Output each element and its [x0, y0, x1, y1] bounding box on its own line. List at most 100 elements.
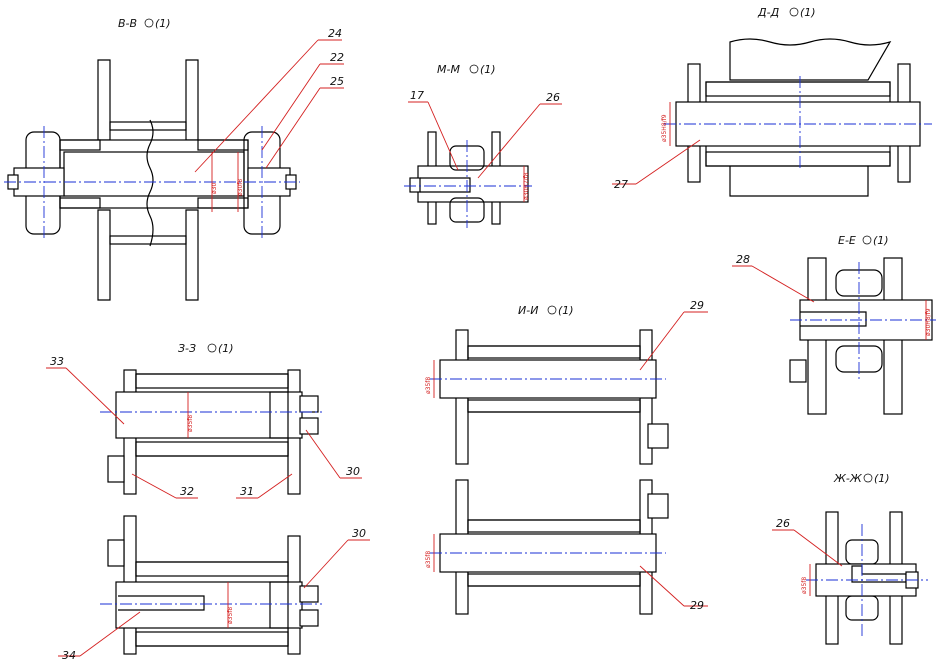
- section-mm: М-М (1) ø30H7/f8 17 26: [404, 63, 562, 228]
- section-zz-top-dim: ø35f8: [187, 415, 194, 432]
- position-17: 17: [410, 89, 424, 102]
- leader-31: [257, 473, 293, 499]
- section-ii-scale: (1): [558, 304, 574, 317]
- section-mm-nut: [409, 177, 421, 193]
- section-zz-bottom-lug: [107, 539, 125, 567]
- leader-34: [79, 611, 141, 657]
- section-zz-top-end: [269, 391, 289, 439]
- section-zhzh-scale: (1): [874, 472, 890, 485]
- section-dd-roughness-icon: [789, 7, 799, 17]
- section-zz-roughness-icon: [207, 343, 217, 353]
- section-dd-title: Д-Д: [757, 6, 780, 19]
- position-33: 33: [50, 355, 64, 368]
- section-bb-roughness-icon: [144, 18, 154, 28]
- position-22: 22: [330, 51, 344, 64]
- leader-25: [265, 87, 321, 169]
- section-ee-dim: ø30H8/f9: [925, 308, 932, 336]
- section-ii-top-housing-top: [467, 345, 641, 359]
- leader-17: [427, 101, 459, 171]
- position-31: 31: [240, 485, 254, 498]
- position-32: 32: [180, 485, 194, 498]
- section-ee: Е-Е (1) ø30H8/f9 28: [732, 234, 936, 415]
- section-bb-dim-shaft: ø30: [211, 183, 218, 194]
- leader-22: [261, 63, 321, 151]
- leader-32: [131, 473, 177, 499]
- position-29a: 29: [690, 299, 704, 312]
- section-zz-bottom-shaft: [115, 581, 303, 629]
- position-24: 24: [328, 27, 342, 40]
- section-ii-bottom-housing-bottom: [467, 573, 641, 587]
- section-zz-title: З-З: [178, 342, 196, 355]
- position-30b: 30: [352, 527, 366, 540]
- section-zz-bottom-end: [269, 581, 289, 629]
- section-mm-title: М-М: [437, 63, 460, 76]
- section-zhzh: Ж-Ж (1) ø35f8 26: [772, 472, 928, 645]
- section-bb-right-plate-bottom: [185, 209, 199, 301]
- section-ii-bottom-housing-top: [467, 519, 641, 533]
- section-ii: И-И (1) ø35f8 29 ø35f8 29: [425, 299, 708, 615]
- section-zz-top-housing-bottom: [135, 441, 289, 457]
- section-zz-top-lug: [107, 455, 125, 483]
- section-bb-shaft: [63, 151, 245, 197]
- section-ee-roughness-icon: [862, 235, 872, 245]
- leader-24: [194, 39, 319, 173]
- section-zz-scale: (1): [218, 342, 234, 355]
- section-bb-right-plate-top: [185, 59, 199, 141]
- section-ee-bolt: [800, 311, 867, 327]
- section-ii-title: И-И: [518, 304, 538, 317]
- section-zhzh-dim: ø35f8: [801, 577, 808, 594]
- leader-30a: [305, 429, 341, 479]
- position-27: 27: [614, 178, 628, 191]
- leader-29b: [639, 565, 685, 607]
- section-zz-bottom-housing-top: [135, 561, 289, 577]
- section-bb-scale: (1): [155, 17, 171, 30]
- section-ii-top-dim: ø35f8: [425, 377, 432, 394]
- section-ii-bottom-nut: [647, 493, 669, 519]
- position-28: 28: [736, 253, 750, 266]
- section-ee-side-nut: [789, 359, 807, 383]
- section-ee-title: Е-Е: [838, 234, 856, 247]
- section-bb-left-plate-top: [97, 59, 111, 141]
- section-bb-hub-hatch-d: [197, 197, 249, 209]
- leader-27: [635, 139, 701, 185]
- leader-29a: [639, 311, 685, 371]
- section-zz-bottom-bolt: [118, 595, 205, 611]
- section-zz-bottom-nut-1: [299, 585, 319, 603]
- section-bb-dim-fit: ø30f8: [237, 179, 244, 196]
- section-bb-hub-hatch-c: [197, 139, 249, 151]
- section-mm-dim: ø30H7/f8: [523, 172, 530, 200]
- section-dd-dim: ø35H8/f9: [661, 114, 668, 142]
- position-26b: 26: [776, 517, 790, 530]
- section-ii-top-housing-bottom: [467, 399, 641, 413]
- section-dd-housing-top: [705, 81, 891, 97]
- section-bb-drum-bottom: [109, 235, 187, 245]
- position-29b: 29: [690, 599, 704, 612]
- section-ee-scale: (1): [873, 234, 889, 247]
- section-mm-roughness-icon: [469, 64, 479, 74]
- section-mm-shaft: [417, 165, 529, 203]
- section-zz-top-shaft: [115, 391, 303, 439]
- section-zhzh-title: Ж-Ж: [833, 472, 863, 485]
- section-zz-bottom-housing-bottom: [135, 631, 289, 647]
- section-zz-top-nut-1: [299, 395, 319, 413]
- section-mm-scale: (1): [480, 63, 496, 76]
- section-bb-left-plate-bottom: [97, 209, 111, 301]
- section-dd-frame-top: [729, 38, 892, 81]
- section-dd: Д-Д (1) ø35H8/f9 27: [612, 6, 932, 197]
- leader-26b: [793, 529, 843, 567]
- section-bb-title: В-В: [118, 17, 137, 30]
- section-ii-top-nut: [647, 423, 669, 449]
- section-zz-bottom-nut-2: [299, 609, 319, 627]
- leader-33: [65, 367, 125, 425]
- position-34: 34: [62, 649, 76, 662]
- section-dd-frame-bottom: [729, 163, 869, 197]
- section-bb: В-В (1) ø30 ø30f8: [4, 17, 344, 301]
- section-bb-drum-top: [109, 121, 187, 131]
- section-dd-scale: (1): [800, 6, 816, 19]
- section-zhzh-roughness-icon: [863, 473, 873, 483]
- section-zz: З-З (1) ø35f8 33 30 32 31: [46, 342, 370, 662]
- position-26a: 26: [546, 91, 560, 104]
- section-bb-break-line: [146, 119, 154, 247]
- section-dd-housing-bottom: [705, 151, 891, 167]
